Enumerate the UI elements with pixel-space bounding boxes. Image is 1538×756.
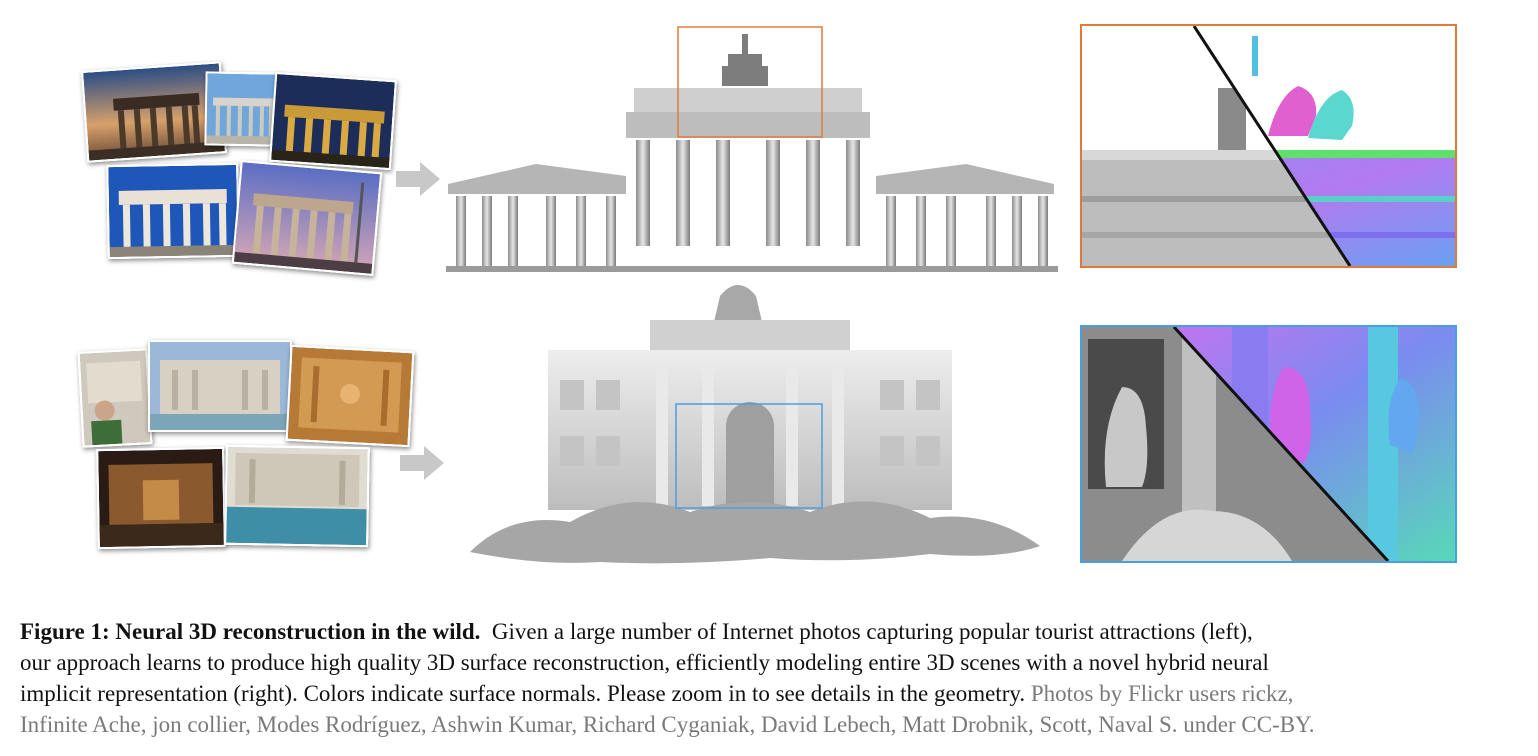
caption-line-2: our approach learns to produce high qual… — [20, 650, 1269, 675]
gate-day-image — [206, 73, 280, 145]
row2-photo-1 — [77, 348, 153, 448]
row2-photo-4 — [96, 446, 226, 550]
row2-zoom-panel — [1080, 325, 1457, 563]
row2-reconstruction — [470, 285, 1040, 564]
row2-photo-5 — [224, 444, 370, 548]
trevi-pool-image — [226, 446, 368, 546]
row1-photo-5 — [231, 160, 383, 276]
trevi-portrait-image — [79, 350, 151, 446]
row2-photo-2 — [148, 340, 292, 432]
row1-photo-1 — [80, 61, 228, 163]
row2-arrow-icon — [400, 446, 444, 480]
caption-label: Figure 1: Neural 3D reconstruction in th… — [20, 619, 481, 644]
row2-photo-3 — [285, 344, 415, 448]
row1-reconstruction — [446, 26, 1058, 272]
caption-line-1: Figure 1: Neural 3D reconstruction in th… — [20, 616, 1520, 647]
row1-zoom-panel — [1080, 24, 1457, 268]
trevi-day-image — [150, 342, 290, 430]
photo-credit-end: Infinite Ache, jon collier, Modes Rodríg… — [20, 712, 1315, 737]
row1-photo-4 — [106, 162, 240, 260]
row1-arrow-icon — [396, 162, 440, 196]
gate-bluesky-image — [108, 164, 238, 258]
trevi-warm-image — [287, 346, 413, 446]
gate-night-image — [271, 73, 395, 169]
caption-line-3-text: implicit representation (right). Colors … — [20, 681, 1026, 706]
row2-zoom-image — [1082, 327, 1455, 561]
caption-line-3: implicit representation (right). Colors … — [20, 678, 1520, 709]
photo-credit-start: Photos by Flickr users rickz, — [1030, 681, 1294, 706]
gate-twilight-image — [233, 162, 381, 274]
trevi-night-image — [98, 448, 224, 548]
row1-zoom-image — [1082, 26, 1455, 266]
caption-line-1-text: Given a large number of Internet photos … — [491, 619, 1253, 644]
gate-dusk-image — [83, 63, 225, 161]
figure-caption: Figure 1: Neural 3D reconstruction in th… — [20, 616, 1520, 740]
row1-photo-3 — [269, 71, 397, 171]
row1-photo-2 — [204, 71, 282, 147]
